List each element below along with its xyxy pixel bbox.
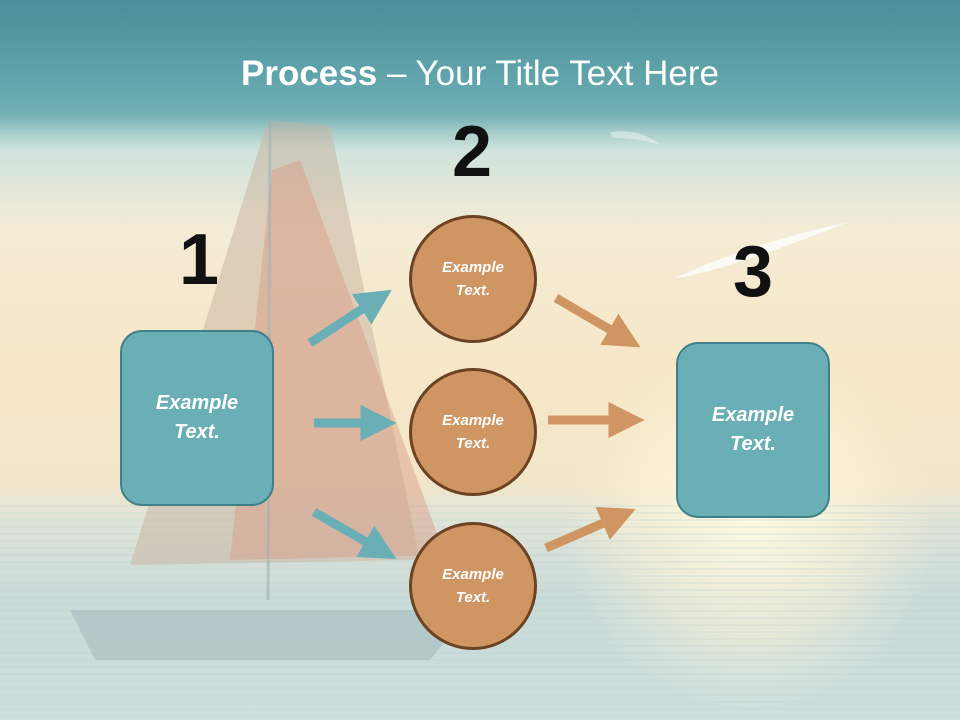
step-1-box: Example Text. — [120, 330, 274, 506]
title-rest: Your Title Text Here — [415, 54, 720, 93]
step-3-box: Example Text. — [676, 342, 830, 518]
arrow-1-to-2-top — [307, 289, 392, 347]
step-1-text: Example Text. — [155, 392, 239, 443]
step-2-item-2-text: Example Text. — [442, 412, 504, 452]
sailboat-sail-front — [230, 160, 445, 560]
step-2-item-3-text: Example Text. — [442, 566, 504, 606]
step-2-number: 2 — [451, 112, 493, 192]
step-2-circle-top: Example Text. — [409, 215, 537, 343]
arrow-2-top-to-3 — [553, 294, 641, 348]
step-3-number: 3 — [732, 232, 774, 312]
step-1-number: 1 — [178, 220, 220, 300]
seagull-silhouette — [675, 222, 848, 278]
title-separator: – — [377, 54, 416, 93]
header-bar — [0, 0, 960, 130]
arrow-2-bottom-to-3 — [544, 506, 636, 553]
step-2-circle-middle: Example Text. — [409, 368, 537, 496]
step-3-text: Example Text. — [711, 404, 795, 455]
step-2-item-1-text: Example Text. — [442, 259, 504, 299]
arrow-1-to-2-bottom — [311, 508, 397, 560]
seagull-silhouette-distant — [610, 131, 660, 145]
sailboat-hull — [70, 610, 470, 660]
slide-title: Process – Your Title Text Here — [0, 52, 960, 96]
title-bold: Process — [241, 54, 378, 93]
step-2-circle-bottom: Example Text. — [409, 522, 537, 650]
